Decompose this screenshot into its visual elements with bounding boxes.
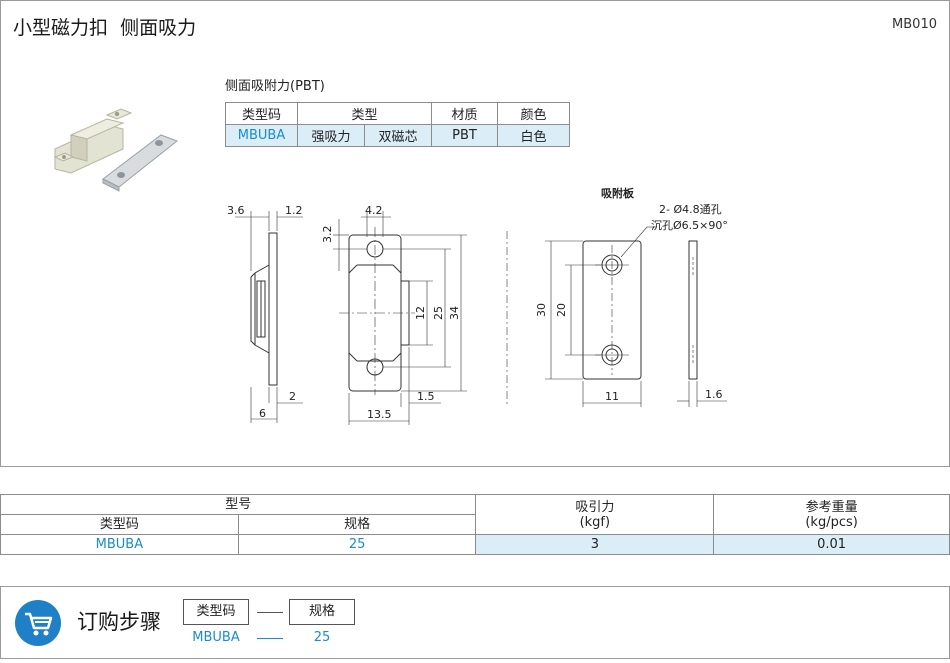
force-header-label: 吸引力 — [575, 499, 615, 515]
weight-header-unit: (kg/pcs) — [805, 514, 858, 530]
row-spec: 25 — [237, 534, 477, 555]
dim-front-e: 34 — [448, 306, 461, 320]
hole-note-2: 沉孔Ø6.5×90° — [651, 219, 728, 232]
order-steps-panel: 订购步骤 类型码 规格 MBUBA 25 — [0, 586, 950, 659]
dim-side-b: 1.2 — [285, 204, 303, 217]
type-code-header: 类型码 — [0, 514, 239, 535]
page-title: 小型磁力扣 侧面吸力 — [13, 17, 197, 39]
dim-plate-a: 30 — [535, 303, 548, 317]
model-header: 型号 — [0, 494, 477, 515]
spec-cell-color: 白色 — [497, 124, 570, 147]
spec-cell-type-1: 强吸力 — [297, 124, 365, 147]
row-force: 3 — [475, 534, 715, 555]
dim-plate-d: 1.6 — [705, 388, 723, 401]
dim-front-b: 3.2 — [321, 226, 334, 244]
dim-side-a: 3.6 — [227, 204, 245, 217]
spec-header-type: 类型 — [297, 102, 432, 125]
dim-plate-c: 11 — [605, 390, 619, 403]
spec-cell-type-code: MBUBA — [225, 124, 298, 147]
step-connector — [257, 612, 283, 613]
dim-front-g: 1.5 — [417, 390, 435, 403]
dim-front-d: 25 — [432, 306, 445, 320]
dim-front-f: 13.5 — [367, 408, 392, 421]
weight-header-label: 参考重量 — [805, 499, 858, 515]
step-spec-box: 规格 — [289, 599, 355, 625]
plate-label: 吸附板 — [601, 186, 635, 200]
force-header: 吸引力 (kgf) — [475, 494, 715, 535]
dim-plate-b: 20 — [555, 303, 568, 317]
dim-front-a: 4.2 — [365, 204, 383, 217]
step-spec-value: 25 — [313, 630, 331, 645]
row-type-code: MBUBA — [0, 534, 239, 555]
spec-caption: 侧面吸附力(PBT) — [225, 79, 325, 94]
spec-header-material: 材质 — [431, 102, 498, 125]
dim-front-c: 12 — [414, 306, 427, 320]
order-steps-title: 订购步骤 — [77, 610, 161, 634]
spec-cell-material: PBT — [431, 124, 498, 147]
step-type-code-box: 类型码 — [183, 599, 249, 625]
spec-header: 规格 — [237, 514, 477, 535]
cart-icon — [15, 600, 61, 646]
step-type-code-value: MBUBA — [192, 630, 240, 645]
product-panel: 小型磁力扣 侧面吸力 MB010 侧面吸附力(PBT) 类型码 类型 材质 颜色… — [0, 0, 950, 467]
weight-header: 参考重量 (kg/pcs) — [713, 494, 950, 535]
spec-header-type-code: 类型码 — [225, 102, 298, 125]
order-table: 型号 吸引力 (kgf) 参考重量 (kg/pcs) 类型码 规格 MBUBA … — [0, 494, 950, 555]
product-code: MB010 — [892, 17, 937, 32]
force-header-unit: (kgf) — [579, 514, 611, 530]
dim-side-c: 6 — [259, 407, 266, 420]
value-connector — [257, 638, 283, 639]
hole-note-1: 2- Ø4.8通孔 — [659, 203, 722, 216]
spec-table: 类型码 类型 材质 颜色 MBUBA 强吸力 双磁芯 PBT 白色 — [225, 102, 570, 147]
row-weight: 0.01 — [713, 534, 950, 555]
technical-drawing: 3.6 1.2 6 2 4.2 3.2 12 25 34 13.5 1.5 吸附… — [227, 186, 728, 425]
product-photo — [53, 108, 179, 192]
spec-header-color: 颜色 — [497, 102, 570, 125]
spec-cell-type-2: 双磁芯 — [364, 124, 432, 147]
dim-side-d: 2 — [289, 390, 296, 403]
